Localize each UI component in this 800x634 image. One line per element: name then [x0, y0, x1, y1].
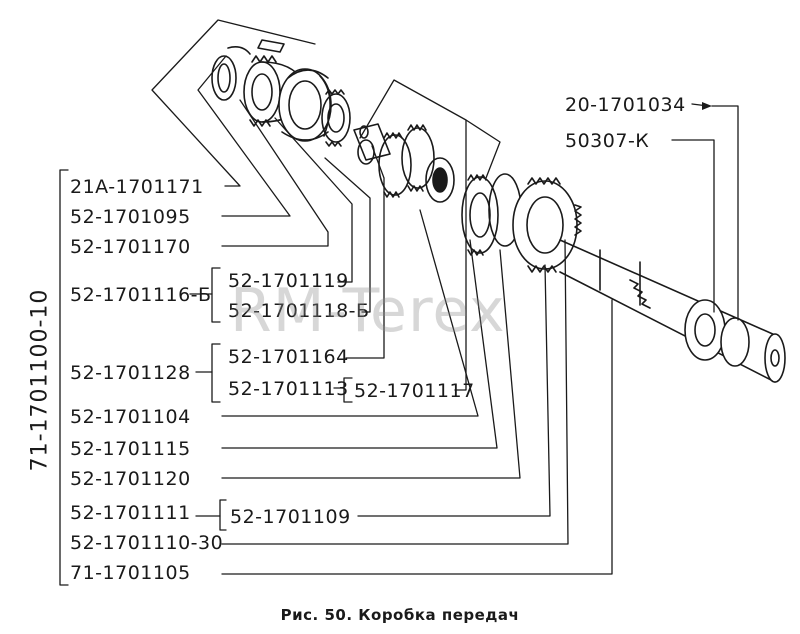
label-20-1701034: 20-1701034: [565, 94, 686, 116]
label-52-1701119: 52-1701119: [228, 270, 349, 292]
bearing-part: [425, 157, 455, 203]
label-52-1701128: 52-1701128: [70, 362, 191, 384]
parts-group: [211, 39, 786, 383]
label-71-1701105: 71-1701105: [70, 562, 191, 584]
watermark-text: RM-Terex: [230, 276, 506, 346]
clutch-sleeve: [278, 68, 332, 142]
figure-caption: Рис. 50. Коробка передач: [280, 606, 520, 624]
label-52-1701164: 52-1701164: [228, 346, 349, 368]
label-52-1701110-30: 52-1701110-30: [70, 532, 224, 554]
label-52-1701095: 52-1701095: [70, 206, 191, 228]
label-52-1701113: 52-1701113: [228, 378, 349, 400]
snap-ring-part: [211, 39, 285, 101]
label-52-1701120: 52-1701120: [70, 468, 191, 490]
leader-lines: [59, 19, 739, 586]
label-21a-1701171: 21A-1701171: [70, 176, 204, 198]
label-52-1701116-b: 52-1701116-Б: [70, 284, 212, 306]
label-52-1701109: 52-1701109: [230, 506, 351, 528]
toothed-ring: [321, 89, 351, 147]
label-50307-k: 50307-К: [565, 130, 650, 152]
shaft-collar: [684, 299, 750, 367]
label-52-1701118-b: 52-1701118-Б: [228, 300, 370, 322]
label-52-1701170: 52-1701170: [70, 236, 191, 258]
assembly-number-label: 71-1701100-10: [27, 288, 53, 472]
label-52-1701111: 52-1701111: [70, 502, 191, 524]
label-52-1701115: 52-1701115: [70, 438, 191, 460]
label-52-1701117: 52-1701117: [354, 380, 475, 402]
label-52-1701104: 52-1701104: [70, 406, 191, 428]
